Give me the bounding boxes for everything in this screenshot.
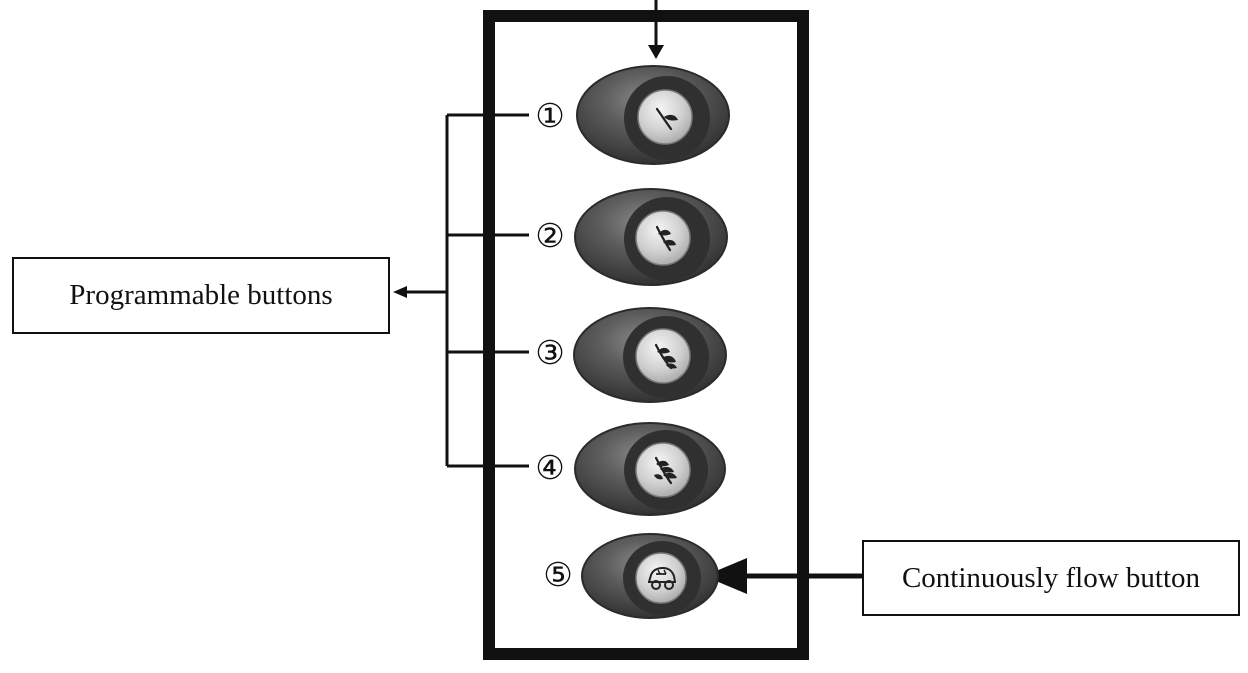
right-label-arrow-head — [704, 558, 747, 594]
button-4-group: ④ — [535, 422, 726, 516]
leaf-icon — [655, 225, 676, 252]
left-label-arrow-head — [393, 286, 407, 298]
button-5-group: ⑤ — [543, 533, 719, 619]
button-1-group: ① — [535, 65, 730, 165]
continuous-flow-button-label: Continuously flow button — [901, 561, 1201, 594]
programmable-buttons-label: Programmable buttons — [69, 279, 333, 311]
leaf-icon — [654, 456, 677, 485]
continuous-flow-button-label-box: Continuously flow button — [862, 540, 1240, 616]
car-icon — [648, 566, 676, 590]
top-arrow-head — [648, 45, 664, 59]
button-face-5[interactable] — [635, 552, 687, 604]
button-2-group: ② — [535, 188, 728, 286]
button-3-group: ③ — [535, 307, 727, 403]
button-number-1: ① — [535, 96, 565, 135]
button-number-3: ③ — [535, 333, 565, 372]
button-number-2: ② — [535, 216, 565, 255]
leaf-icon — [654, 343, 677, 370]
programmable-buttons-label-box: Programmable buttons — [12, 257, 390, 334]
button-number-5: ⑤ — [543, 555, 573, 594]
button-number-4: ④ — [535, 448, 565, 487]
leaf-icon — [655, 107, 678, 131]
